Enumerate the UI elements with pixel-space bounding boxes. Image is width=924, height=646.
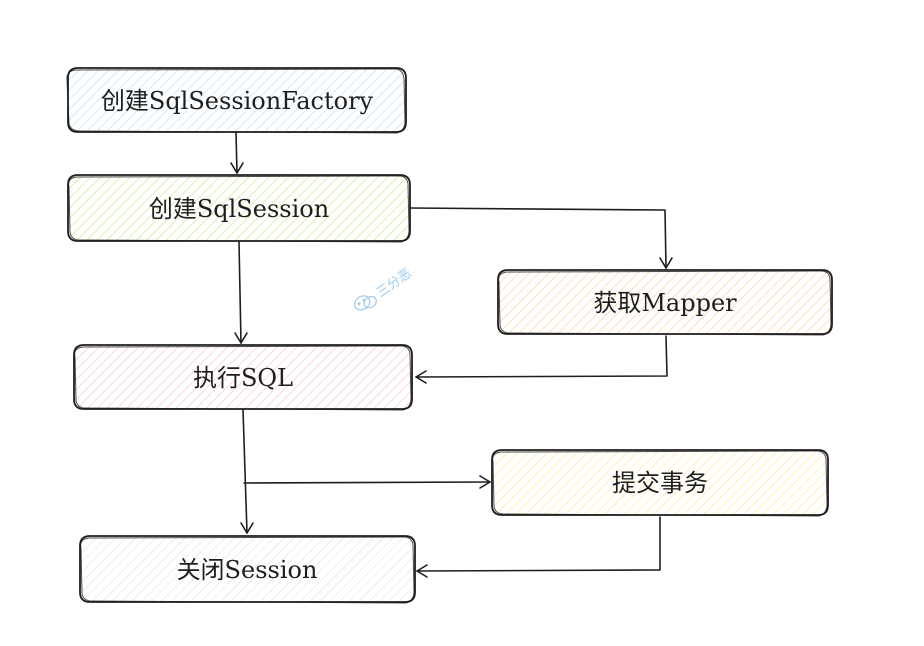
node-label: 提交事务 bbox=[612, 469, 708, 497]
arrow-commit-to-close bbox=[416, 516, 661, 572]
watermark-text: 三分恶 bbox=[374, 266, 415, 301]
arrowhead-icon bbox=[659, 257, 673, 269]
node-label: 创建SqlSession bbox=[149, 195, 329, 223]
arrow-session-to-mapper bbox=[410, 207, 667, 269]
arrow-session-to-execute bbox=[238, 241, 242, 344]
arrowhead-icon bbox=[479, 475, 491, 489]
wechat-icon bbox=[354, 295, 377, 311]
node-label: 关闭Session bbox=[177, 556, 318, 584]
node-create-factory: 创建SqlSessionFactory bbox=[66, 67, 407, 134]
arrowhead-icon bbox=[415, 370, 427, 384]
node-get-mapper: 获取Mapper bbox=[497, 269, 833, 336]
node-close-session: 关闭Session bbox=[79, 535, 416, 604]
node-label: 创建SqlSessionFactory bbox=[101, 87, 374, 115]
arrowhead-icon bbox=[230, 162, 244, 174]
node-commit-transaction: 提交事务 bbox=[491, 449, 829, 517]
arrowhead-icon bbox=[416, 564, 428, 578]
arrow-factory-to-session bbox=[235, 132, 238, 174]
node-create-session: 创建SqlSession bbox=[67, 174, 411, 243]
node-execute-sql: 执行SQL bbox=[73, 344, 413, 411]
node-label: 获取Mapper bbox=[593, 289, 737, 317]
node-label: 执行SQL bbox=[193, 364, 293, 392]
arrow-execute-to-commit bbox=[243, 481, 491, 484]
arrowhead-icon bbox=[240, 522, 254, 534]
arrowhead-icon bbox=[234, 332, 248, 344]
arrow-mapper-to-execute bbox=[415, 335, 668, 378]
watermark: 三分恶 bbox=[354, 266, 415, 311]
arrow-execute-to-close bbox=[242, 409, 248, 534]
